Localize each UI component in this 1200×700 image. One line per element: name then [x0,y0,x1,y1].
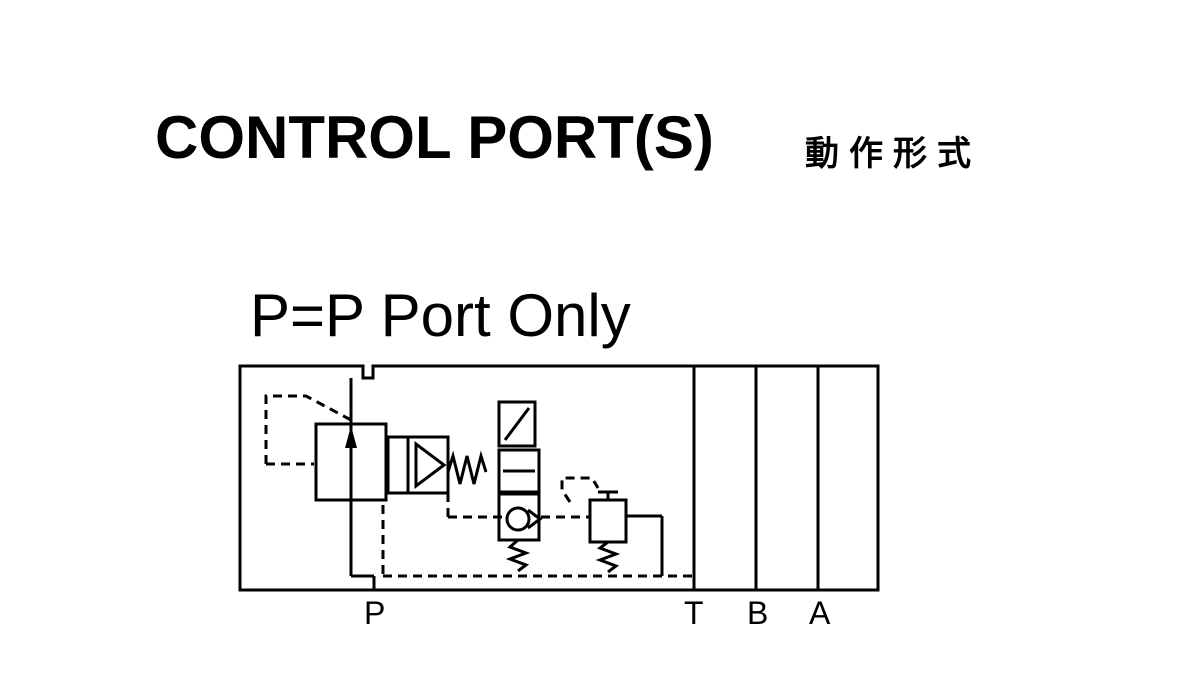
check-ball-icon [505,506,531,532]
p-port-line [349,378,376,590]
page-title: CONTROL PORT(S) [155,104,714,171]
relief-valve [588,490,664,576]
port-label-t: T [684,595,704,631]
port-label-b: B [747,595,769,631]
pilot-line-left [264,394,352,466]
valve-body [238,364,880,592]
pressure-reducing-valve [314,422,388,502]
relief-pilot-line [560,476,600,503]
drain-line [381,493,694,578]
spring-icon [446,450,488,485]
page-title-chinese: 動作形式 [805,134,981,174]
port-label-a: A [809,595,831,631]
diagram-subtitle: P=P Port Only [250,282,631,349]
port-label-p: P [364,595,386,631]
solenoid-spring-icon [505,538,531,573]
solenoid-valve [497,400,543,573]
spring-chamber [386,435,488,495]
flow-arrow-icon [345,426,357,448]
relief-spring-icon [595,540,621,574]
